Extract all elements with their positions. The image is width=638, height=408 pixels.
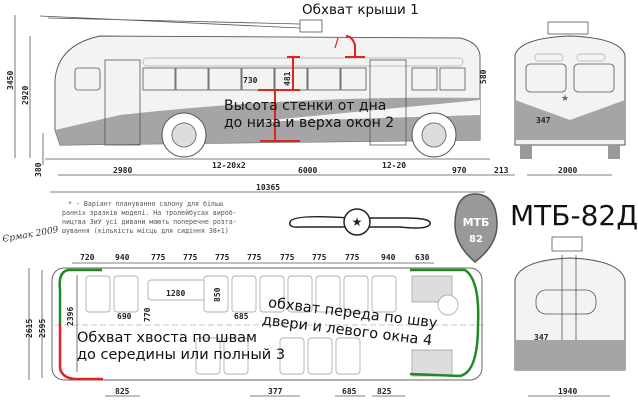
front-bus-number: 347 xyxy=(536,116,551,125)
front-wheel xyxy=(411,112,457,158)
front-door xyxy=(369,59,407,146)
logo-text-82: 82 xyxy=(469,234,483,245)
dim-seat-690: 690 xyxy=(117,312,132,321)
rear-ladder xyxy=(561,255,577,340)
star-icon: ★ xyxy=(352,215,363,229)
rear-wheel xyxy=(161,112,207,158)
dim-bottom: 825 xyxy=(115,387,130,396)
dim-bumper: 213 xyxy=(494,166,509,175)
dim-bottom: 685 xyxy=(342,387,357,396)
tail-seam-green xyxy=(58,268,102,323)
front-wheel-left xyxy=(520,145,532,159)
front-view: ★ 347 2000 xyxy=(514,21,626,176)
front-wheel-right xyxy=(608,145,620,159)
horizontal-dim-lines xyxy=(50,174,515,193)
dim-seat-1280: 1280 xyxy=(166,289,185,298)
plan-bottom-dims: 825 377 685 825 xyxy=(115,387,392,396)
dim-top: 775 xyxy=(247,253,262,262)
dim-front-track: 2000 xyxy=(558,166,577,175)
dim-bottom: 825 xyxy=(377,387,392,396)
red-measure-marks xyxy=(258,35,365,142)
winged-star-emblem: ★ xyxy=(288,208,431,236)
annotation-wall-2: до низа и верха окон 2 xyxy=(224,115,394,131)
tail-seam-red xyxy=(58,323,103,381)
note-line: ранніх зразків моделі. На тролейбусах ви… xyxy=(62,209,237,217)
note-line: * - Варіант планування салону для більш xyxy=(68,200,223,208)
annotation-tail-2: до середины или полный 3 xyxy=(77,347,285,363)
layout-note: * - Варіант планування салону для більш … xyxy=(62,200,237,235)
dim-580: 580 xyxy=(479,69,488,84)
note-line: шування (кількість місць для сидіння 38+… xyxy=(62,227,229,235)
route-sign-left xyxy=(534,53,564,62)
trolley-poles xyxy=(39,15,301,29)
tyre-front-label: 12-20 xyxy=(382,161,406,170)
dim-floor-height: 380 xyxy=(34,162,43,177)
side-windows xyxy=(74,57,466,91)
front-stripe xyxy=(515,100,625,140)
dim-top: 720 xyxy=(80,253,95,262)
front-roof-equipment xyxy=(547,21,589,35)
plan-view: 720 940 775 775 775 775 775 775 775 940 … xyxy=(25,253,485,397)
rear-bus-number: 347 xyxy=(534,333,549,342)
route-sign-right xyxy=(576,53,606,62)
vertical-dim-lines xyxy=(14,15,44,165)
rear-view: 347 1940 xyxy=(514,236,626,397)
pantograph-base xyxy=(299,19,323,33)
windshield-left xyxy=(525,63,567,93)
dim-top: 775 xyxy=(151,253,166,262)
dim-top: 775 xyxy=(183,253,198,262)
dim-top: 775 xyxy=(312,253,327,262)
note-line: ництва ЗиУ усі дивани мають поперечне ро… xyxy=(62,218,237,226)
annotation-roof: Обхват крыши 1 xyxy=(302,2,419,18)
dim-top: 775 xyxy=(345,253,360,262)
dim-wheelbase: 6000 xyxy=(298,166,317,175)
dim-length: 10365 xyxy=(256,183,280,192)
rear-door xyxy=(104,59,141,146)
dim-seat-685: 685 xyxy=(234,312,249,321)
mtb-logo: МТБ 82 xyxy=(454,193,498,263)
tyre-rear-label: 12-20x2 xyxy=(212,161,246,170)
dim-rear-track: 1940 xyxy=(558,387,577,396)
dim-window-width: 730 xyxy=(243,76,258,85)
dim-window-height: 481 xyxy=(283,71,292,86)
annotation-tail-1: Обхват хвоста по швам xyxy=(77,330,257,346)
signature: Єрмак 2009 xyxy=(2,225,60,245)
dim-top: 940 xyxy=(115,253,130,262)
model-title: МТБ-82Д xyxy=(510,199,638,232)
dim-total-height: 3450 xyxy=(6,71,15,90)
dim-body-height: 2920 xyxy=(21,86,30,105)
dim-front-overhang: 970 xyxy=(452,166,467,175)
annotation-wall-1: Высота стенки от дна xyxy=(224,98,386,114)
plan-width-dim-lines xyxy=(28,268,78,380)
side-view: 3450 2920 380 730 481 580 2980 6000 970 … xyxy=(6,2,515,193)
windshield-right xyxy=(573,63,615,93)
seats xyxy=(85,275,459,377)
front-seam-green xyxy=(409,268,480,378)
dim-top: 940 xyxy=(381,253,396,262)
dim-seat-850: 850 xyxy=(213,287,222,302)
dim-rear-overhang: 2980 xyxy=(113,166,132,175)
dim-plan-width: 2615 xyxy=(25,319,34,338)
plan-top-dims: 720 940 775 775 775 775 775 775 775 940 … xyxy=(80,253,430,262)
rear-roof-equipment xyxy=(551,236,583,252)
dim-top: 775 xyxy=(215,253,230,262)
dim-bottom: 377 xyxy=(268,387,283,396)
rear-stripe xyxy=(515,340,625,370)
rear-window xyxy=(535,289,597,315)
dim-top: 775 xyxy=(280,253,295,262)
logo-text-mtb: МТБ xyxy=(463,216,490,229)
dim-plan-inner-width: 2396 xyxy=(66,307,75,326)
dim-seat-770: 770 xyxy=(143,307,152,322)
star-icon: ★ xyxy=(561,94,569,104)
dim-plan-body-width: 2595 xyxy=(38,319,47,338)
dim-top: 630 xyxy=(415,253,430,262)
